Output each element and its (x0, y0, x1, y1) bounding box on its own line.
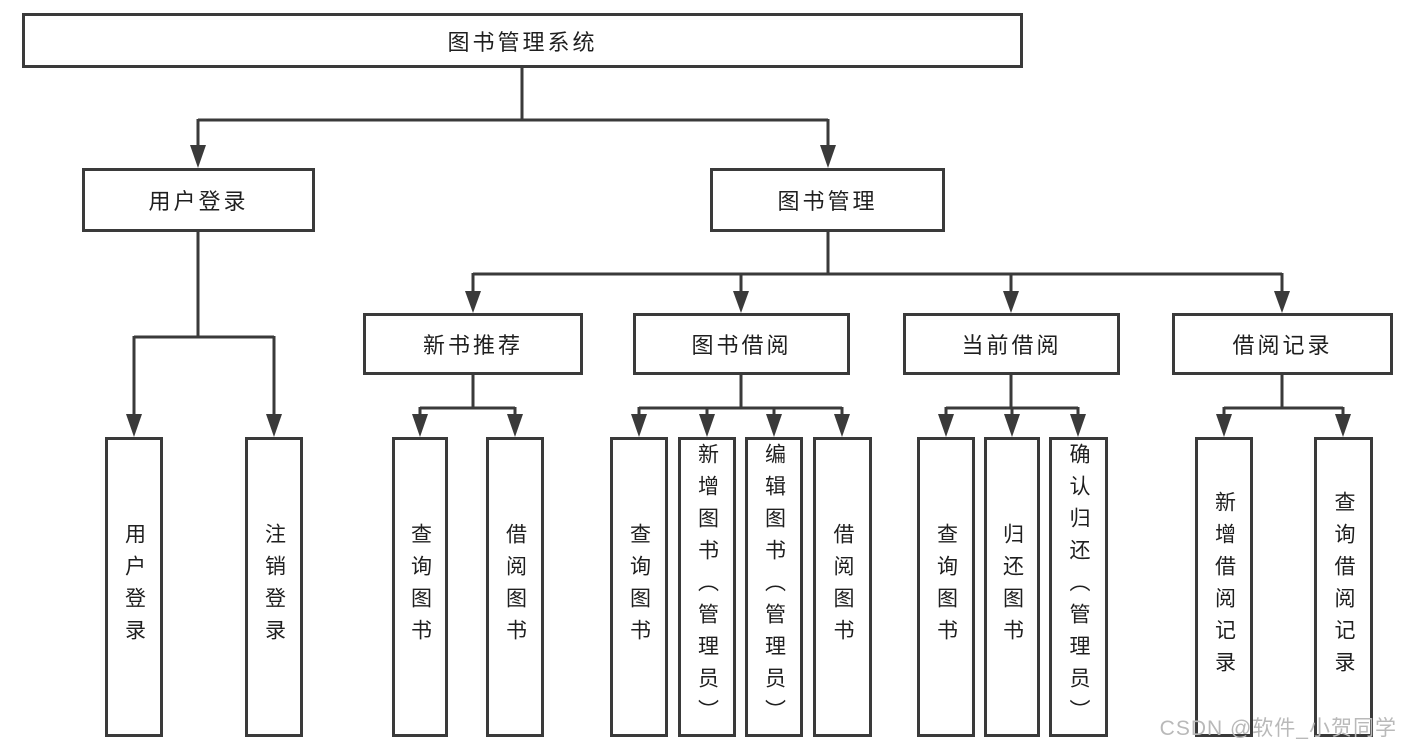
leaf-query-books-current: 查询图书 (917, 437, 975, 737)
node-book-borrowing: 图书借阅 (633, 313, 850, 375)
node-new-book-recommendation: 新书推荐 (363, 313, 583, 375)
leaf-return-books: 归还图书 (984, 437, 1040, 737)
leaf-logout: 注销登录 (245, 437, 303, 737)
node-book-management: 图书管理 (710, 168, 945, 232)
leaf-borrow-books-borrowing: 借阅图书 (813, 437, 872, 737)
node-borrowing-records: 借阅记录 (1172, 313, 1393, 375)
leaf-add-books-admin: 新增图书（管理员） (678, 437, 736, 737)
leaf-query-books-recommend: 查询图书 (392, 437, 448, 737)
csdn-watermark: CSDN @软件_小贺同学 (1159, 717, 1397, 740)
node-user-login: 用户登录 (82, 168, 315, 232)
leaf-user-login: 用户登录 (105, 437, 163, 737)
leaf-query-borrow-record: 查询借阅记录 (1314, 437, 1373, 737)
node-current-borrowing: 当前借阅 (903, 313, 1120, 375)
leaf-query-books-borrowing: 查询图书 (610, 437, 668, 737)
node-library-system: 图书管理系统 (22, 13, 1023, 68)
leaf-borrow-books-recommend: 借阅图书 (486, 437, 544, 737)
leaf-add-borrow-record: 新增借阅记录 (1195, 437, 1253, 737)
leaf-confirm-return-admin: 确认归还（管理员） (1049, 437, 1108, 737)
leaf-edit-books-admin: 编辑图书（管理员） (745, 437, 803, 737)
